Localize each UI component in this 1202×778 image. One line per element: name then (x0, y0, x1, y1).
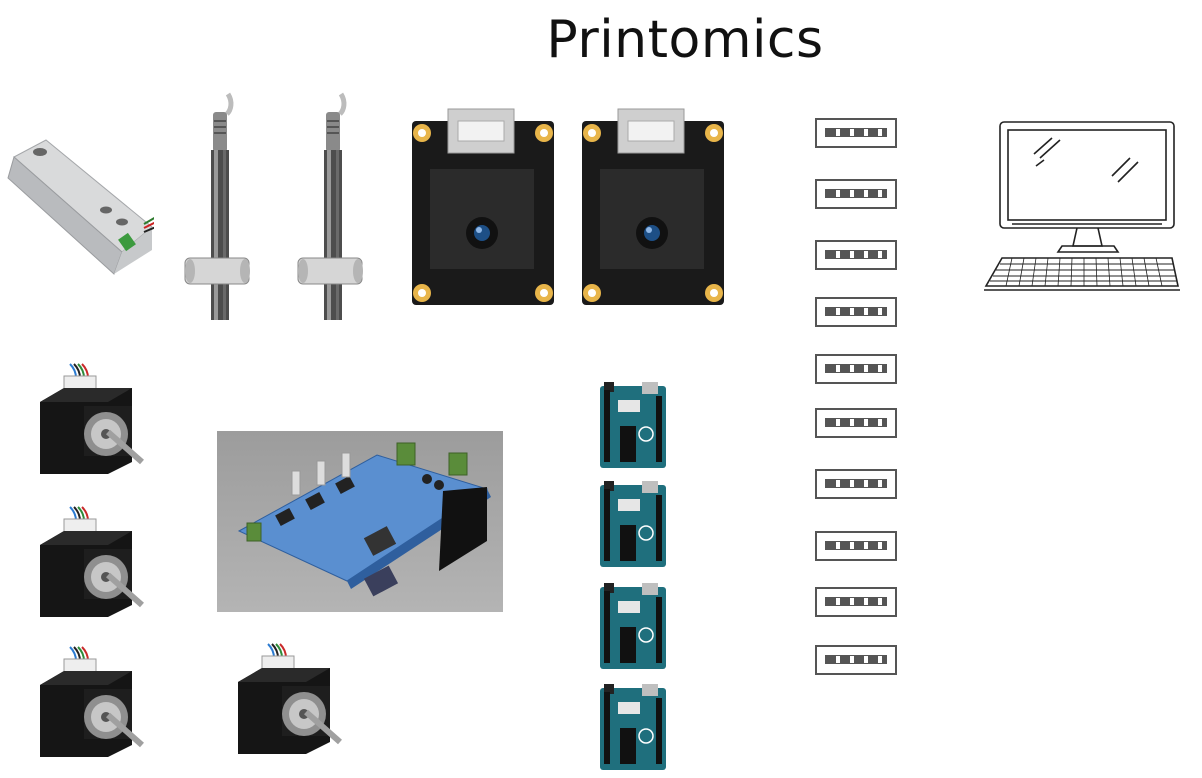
load-cell-image (7, 139, 154, 275)
usb-port-icon (815, 240, 897, 270)
usb-port-icon (815, 297, 897, 327)
thermal-camera-board-image (412, 108, 554, 305)
control-board-image (217, 431, 503, 612)
usb-port-icon (815, 531, 897, 561)
stepper-motor-image (238, 643, 342, 754)
desktop-computer-icon (984, 121, 1180, 291)
usb-port-icon (815, 354, 897, 384)
usb-port-icon (815, 469, 897, 499)
usb-port-icon (815, 179, 897, 209)
thermocouple-probe-image (184, 92, 250, 320)
arduino-board-image (600, 382, 666, 468)
usb-port-icon (815, 587, 897, 617)
arduino-board-image (600, 583, 666, 669)
usb-port-icon (815, 645, 897, 675)
usb-port-icon (815, 118, 897, 148)
thermocouple-probe-image (297, 92, 363, 320)
stepper-motor-image (40, 363, 144, 474)
arduino-board-image (600, 684, 666, 770)
arduino-board-image (600, 481, 666, 567)
stepper-motor-image (40, 646, 144, 757)
page-title: Printomics (546, 10, 824, 70)
stepper-motor-image (40, 506, 144, 617)
thermal-camera-board-image (582, 108, 724, 305)
usb-port-icon (815, 408, 897, 438)
